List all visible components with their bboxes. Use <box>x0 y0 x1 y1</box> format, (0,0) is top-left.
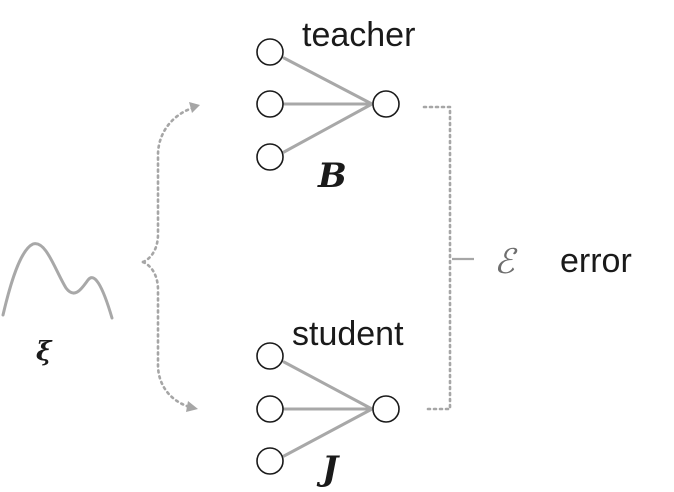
bracket-dotted <box>422 105 452 411</box>
brace-lower-arrow <box>141 260 196 410</box>
error-label: error <box>560 242 632 280</box>
teacher-output-node <box>372 90 400 118</box>
input-symbol: ξ <box>36 337 53 367</box>
student-input-node-2 <box>256 395 284 423</box>
input-distribution: ξ <box>1 242 114 367</box>
input-density-curve <box>1 242 114 320</box>
input-brace <box>141 102 200 412</box>
student-input-node-1 <box>256 342 284 370</box>
teacher-input-node-3 <box>256 143 284 171</box>
arrowhead-upper <box>189 102 200 113</box>
teacher-network: teacher B <box>256 16 415 196</box>
error-bracket: ℰ error <box>422 105 632 411</box>
student-edge-1 <box>282 360 374 411</box>
student-edge-3 <box>282 407 374 458</box>
error-symbol: ℰ <box>494 242 518 282</box>
arrowhead-lower <box>186 401 198 412</box>
student-weights-symbol: J <box>316 449 340 489</box>
student-network: student J <box>256 315 404 489</box>
student-input-node-3 <box>256 447 284 475</box>
student-output-node <box>372 395 400 423</box>
teacher-edge-3 <box>282 102 374 154</box>
student-label: student <box>292 315 404 353</box>
teacher-input-node-1 <box>256 38 284 66</box>
brace-upper-arrow <box>141 105 198 264</box>
teacher-weights-symbol: B <box>317 156 347 196</box>
teacher-input-node-2 <box>256 90 284 118</box>
teacher-edge-1 <box>282 56 374 106</box>
teacher-label: teacher <box>302 16 415 54</box>
